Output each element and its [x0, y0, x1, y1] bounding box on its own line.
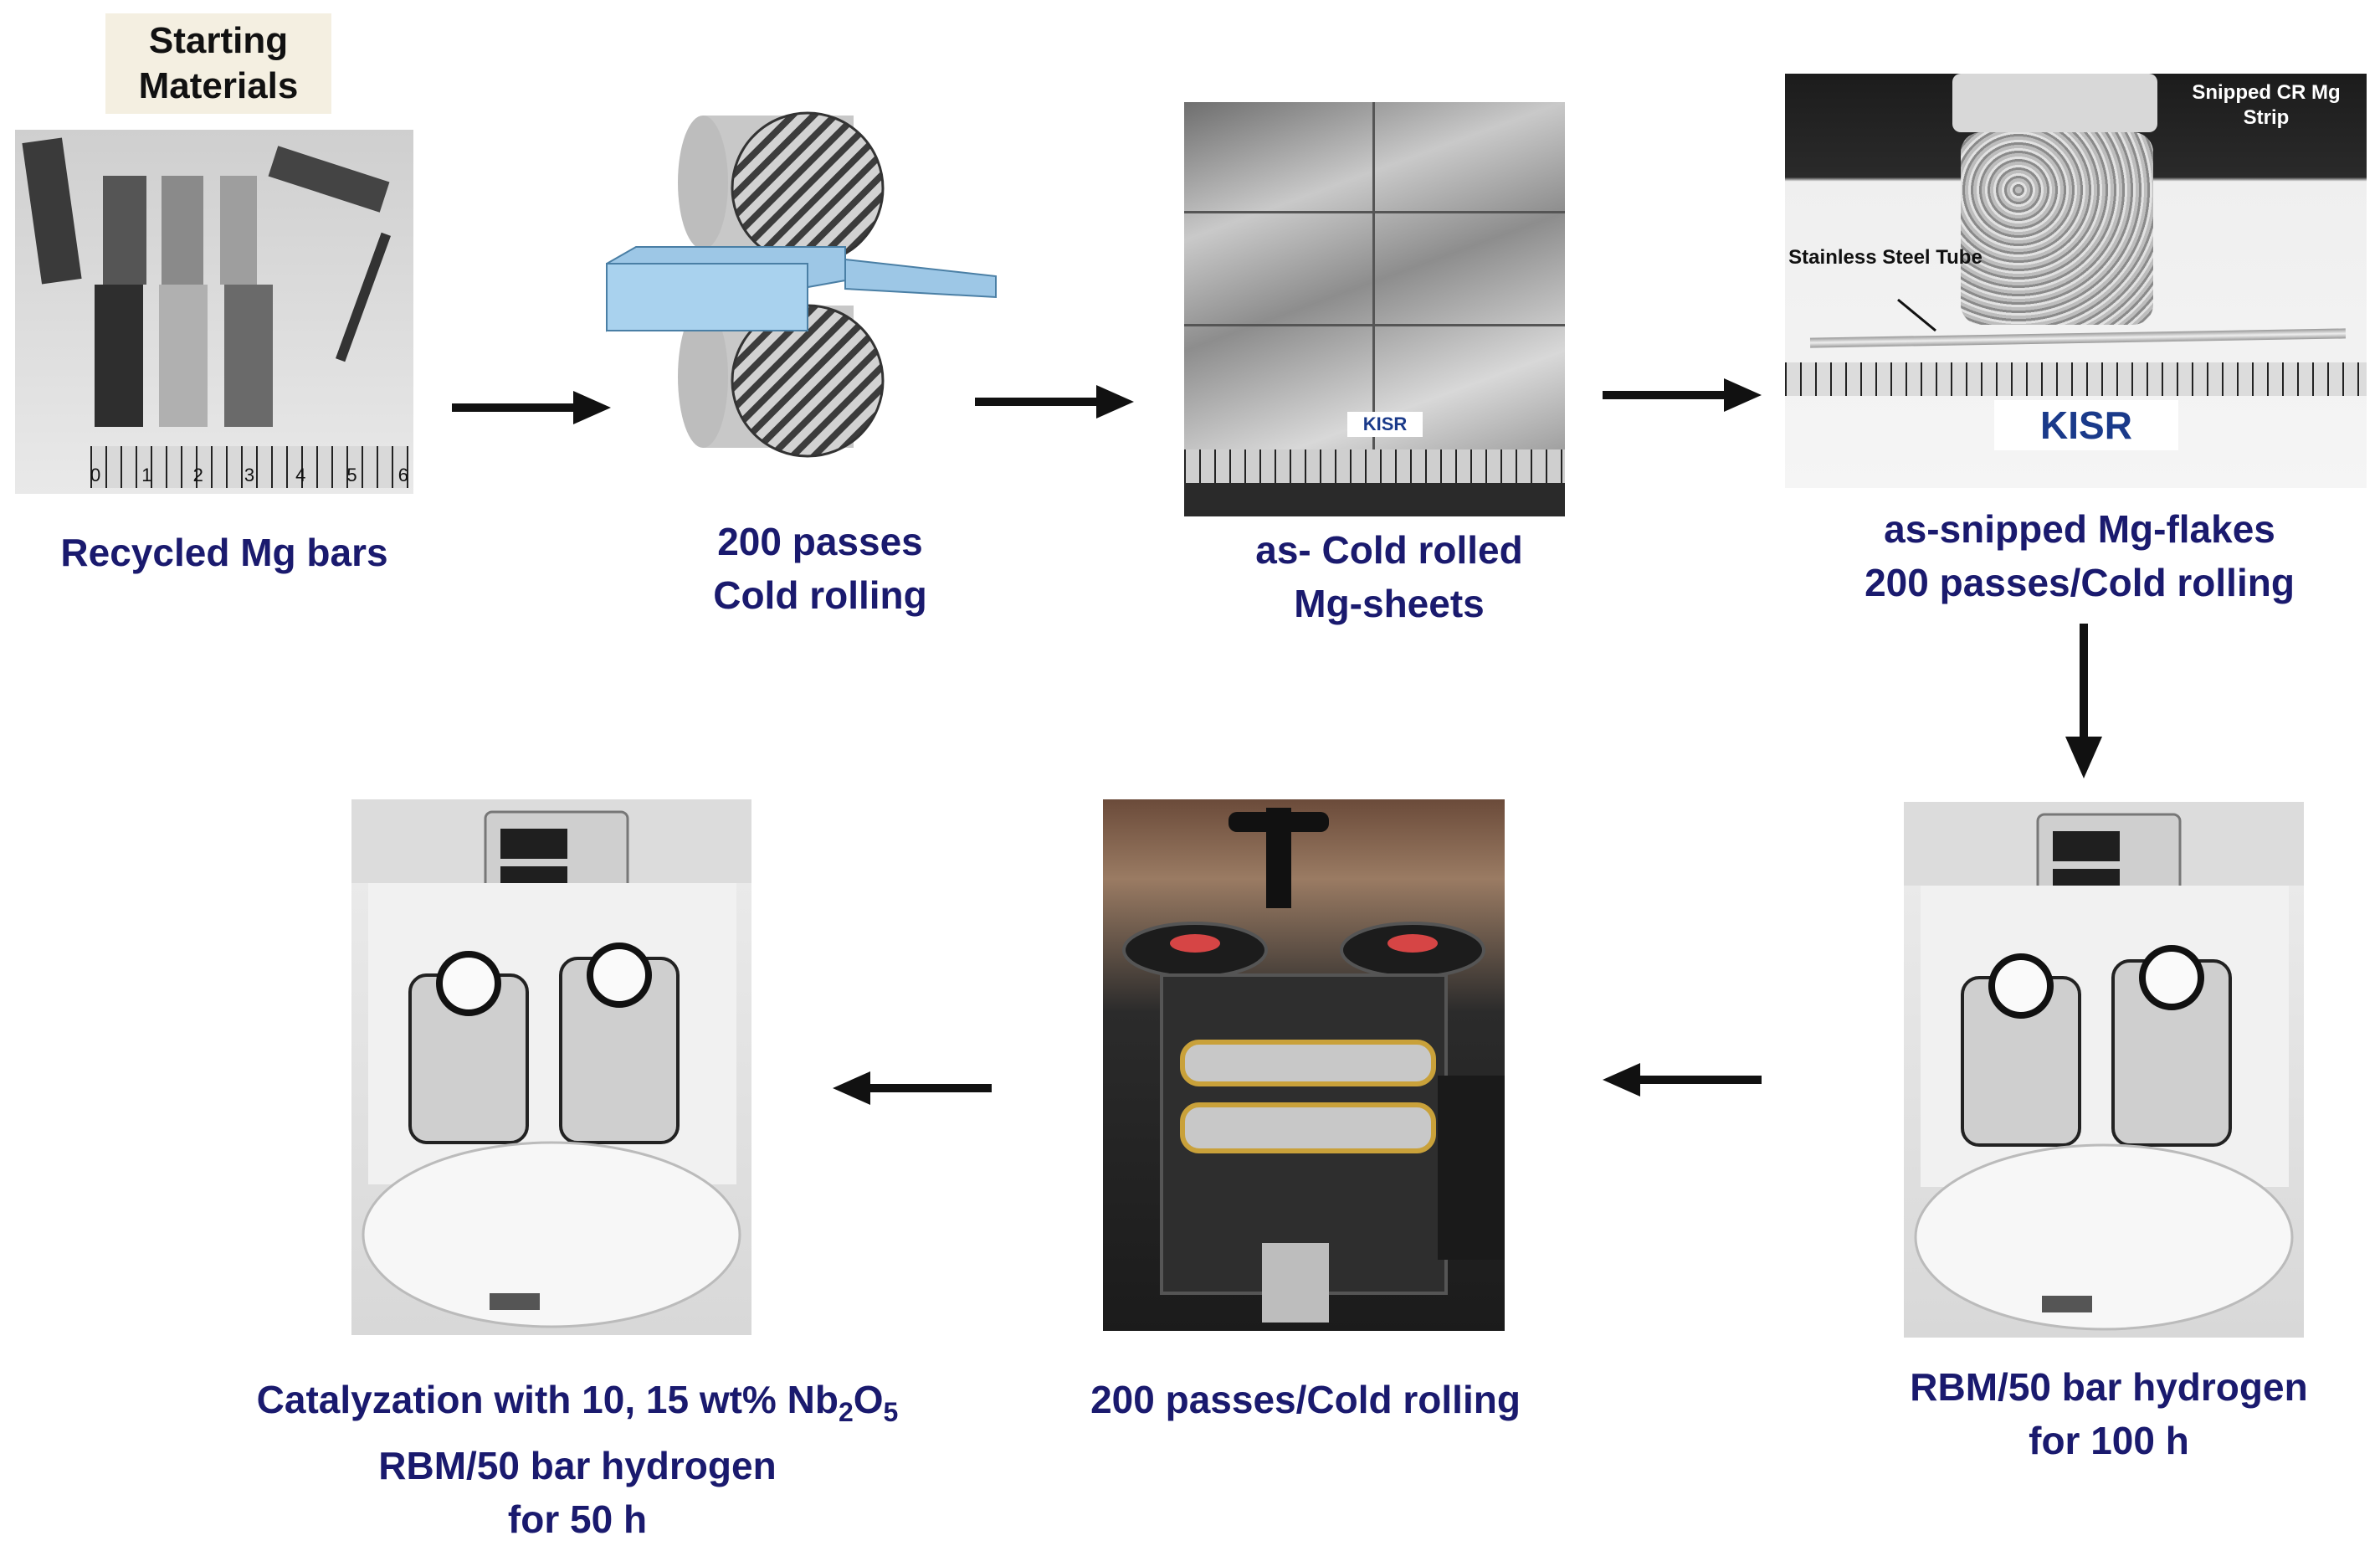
ruler-number: 5 [346, 465, 357, 485]
arrow-right-2 [975, 385, 1134, 419]
stainless-tube [1809, 328, 2347, 348]
cold-rolled-sheets-photo: KISR [1184, 102, 1565, 516]
recycled-mg-bars-caption: Recycled Mg bars [60, 531, 388, 574]
subscript: 5 [883, 1397, 899, 1428]
snipped-flakes-caption: as-snipped Mg-flakes 200 passes/Cold rol… [1778, 502, 2380, 609]
cold-rolling-schematic-caption: 200 passes Cold rolling [636, 515, 1004, 622]
caption-line: RBM/50 bar hydrogen [1910, 1365, 2308, 1409]
caption-line: as-snipped Mg-flakes [1884, 507, 2275, 551]
ball-mill-photo-catalyzation [351, 799, 751, 1335]
ruler-number: 6 [398, 465, 408, 485]
starting-materials-tag: Starting Materials [105, 13, 331, 114]
ruler-numbers: 0 1 2 3 4 5 6 [90, 465, 408, 486]
ruler-number: 0 [90, 465, 101, 485]
rolling-mill-caption: 200 passes/Cold rolling [1090, 1378, 1521, 1421]
caption-line: Cold rolling [713, 573, 927, 617]
arrow-down [2065, 624, 2102, 778]
caption-line: as- Cold rolled [1255, 528, 1523, 572]
ruler [1184, 449, 1565, 483]
ball-mill-illustration [1904, 802, 2304, 1331]
kisr-logo: KISR [1994, 400, 2178, 450]
cold-rolling-schematic [606, 111, 997, 458]
arrow-left-1 [1603, 1063, 1762, 1097]
ball-mill-illustration [351, 799, 751, 1328]
caption-line: 200 passes/Cold rolling [1865, 561, 2295, 604]
ball-mill-photo-rbm-100h [1904, 802, 2304, 1338]
arrow-right-1 [452, 391, 611, 424]
sheet-seam [1372, 102, 1375, 454]
photo-bottom-strip [1184, 483, 1565, 516]
caption-line: for 50 h [507, 1497, 648, 1542]
caption-text: Catalyzation with 10, 15 wt% Nb [256, 1378, 839, 1421]
arrow-left-2 [833, 1071, 992, 1105]
kisr-logo: KISR [1347, 412, 1423, 437]
jar-lid [1952, 74, 2157, 132]
rolling-mill-illustration [1122, 808, 1505, 1323]
rbm-100h-caption: RBM/50 bar hydrogen for 100 h [1875, 1360, 2343, 1467]
mg-bars-illustration [22, 137, 391, 427]
ruler [1785, 362, 2367, 396]
caption-line: RBM/50 bar hydrogen [378, 1444, 777, 1488]
cold-rolled-sheets-caption: as- Cold rolled Mg-sheets [1172, 523, 1607, 630]
ruler-number: 2 [192, 465, 203, 485]
caption-line: for 100 h [2029, 1419, 2189, 1462]
stainless-tube-label: Stainless Steel Tube [1788, 246, 1982, 269]
catalyzation-caption: Catalyzation with 10, 15 wt% Nb2O5 RBM/5… [167, 1373, 987, 1546]
subscript: 2 [838, 1397, 854, 1428]
caption-line: 200 passes [717, 520, 923, 563]
arrow-right-3 [1603, 378, 1762, 412]
jar-body [1961, 132, 2153, 325]
recycled-mg-bars-photo: 0 1 2 3 4 5 6 [15, 130, 413, 494]
rolling-mill-photo [1103, 799, 1505, 1331]
ruler-number: 3 [244, 465, 255, 485]
caption-line: Catalyzation with 10, 15 wt% Nb2O5 [167, 1373, 987, 1439]
tube-pointer-line [1897, 298, 1936, 332]
ruler-number: 1 [141, 465, 152, 485]
snipped-strip-label: Snipped CR Mg Strip [2192, 81, 2341, 129]
caption-line: Mg-sheets [1294, 582, 1485, 625]
snipped-flakes-photo: KISR Snipped CR Mg Strip Stainless Steel… [1785, 74, 2367, 488]
caption-text: O [853, 1378, 884, 1421]
ruler [90, 446, 408, 488]
ruler-number: 4 [295, 465, 306, 485]
